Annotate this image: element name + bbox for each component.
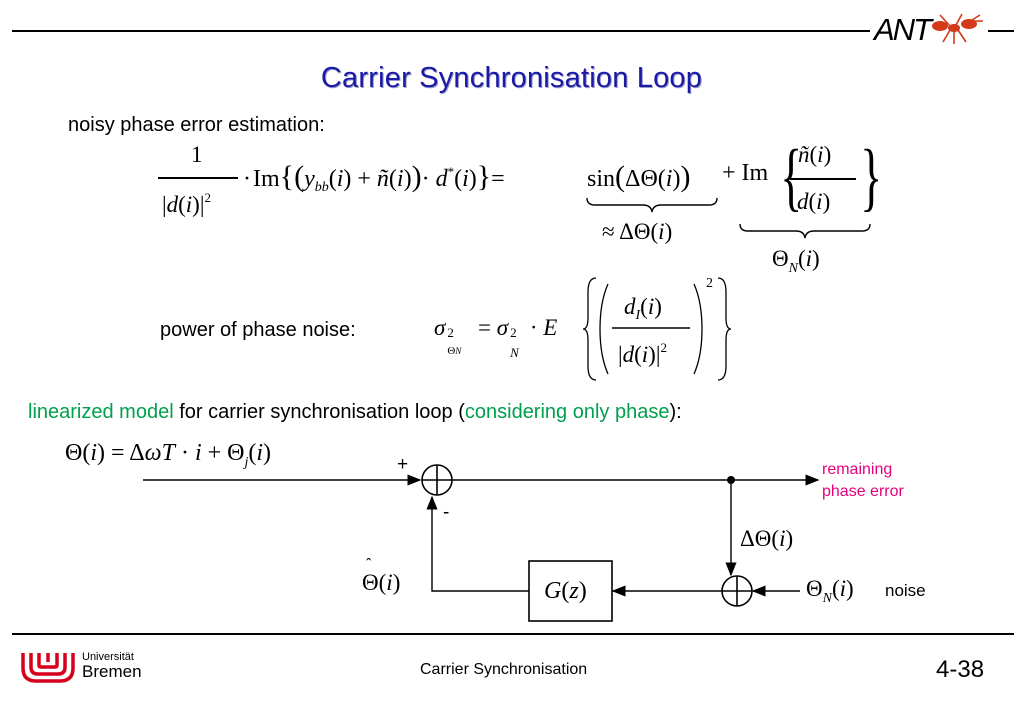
considering-phase-text: considering only phase [464,401,670,423]
noisy-phase-label: noisy phase error estimation: [68,114,325,136]
eq-im-noise: + Im [722,160,769,186]
remaining-line1: remaining [822,461,893,478]
feedback-line [426,495,529,592]
model-line-end: ): [669,401,682,423]
eq-underbrace-left [586,197,718,213]
summing-junction-bottom [721,575,753,607]
footer-rule [12,633,1014,635]
eq-brace-open: { [780,135,803,219]
header-rule-left [12,30,870,32]
eq-brace-close: } [860,135,883,219]
eq-approx-term: ≈ ΔΘ(i) [602,219,673,244]
university-line2: Bremen [82,662,142,681]
eq-fraction-bar [158,177,238,179]
expectation-square: 2 [706,276,713,291]
header: ANT [0,0,1023,60]
eq-im-expression: · Im{(ybb(i) + ñ(i))· d*(i)}= [243,160,505,195]
page-title: Carrier Synchronisation Loop [320,62,703,94]
eq-theta-n: ΘN(i) [772,246,820,276]
theta-input-equation: Θ(i) = ΔωT · i + Θj(i) [65,440,272,470]
eq-noise-denominator: d(i) [797,189,831,214]
header-rule-right [988,30,1014,32]
page-number: 4-38 [936,656,985,683]
eq-noise-numerator: ñ(i) [798,142,832,167]
eq-underbrace-right [739,223,871,239]
university-bremen-logo-icon [21,653,75,683]
ant-insect-icon [932,13,983,44]
remaining-phase-error-label: remaining phase error [822,459,904,503]
plus-sign: + [397,454,409,475]
minus-sign: - [443,502,450,523]
ant-logo-text: ANT [874,12,932,47]
eq-sin-term: sin(ΔΘ(i)) [587,160,691,193]
university-line1: Universität [82,651,134,663]
footer-center-text: Carrier Synchronisation [420,661,588,678]
model-line-mid: for carrier synchronisation loop ( [173,401,465,423]
loop-block-diagram [143,464,820,622]
filter-block [528,560,613,622]
summing-junction-top [421,464,453,496]
expectation-brackets [582,277,732,381]
theta-n-noise-label: ΘN(i) [806,576,854,606]
footer: Universität Bremen Carrier Synchronisati… [0,636,1023,708]
linearized-model-line: linearized model for carrier synchronisa… [28,401,682,424]
expectation-denominator: |d(i)|2 [618,340,667,367]
delta-theta-label: ΔΘ(i) [740,526,794,551]
remaining-line2: phase error [822,483,904,500]
filter-label: G(z) [544,578,587,604]
expectation-numerator: dI(i) [624,294,662,323]
eq-one: 1 [191,142,203,167]
university-name: Universität Bremen [82,651,142,681]
eq-denominator: |d(i)|2 [162,190,211,217]
noise-label: noise [885,581,926,600]
linearized-model-text: linearized model [28,401,174,423]
eq-noise-fraction-bar [790,178,856,180]
power-noise-label: power of phase noise: [160,319,356,341]
